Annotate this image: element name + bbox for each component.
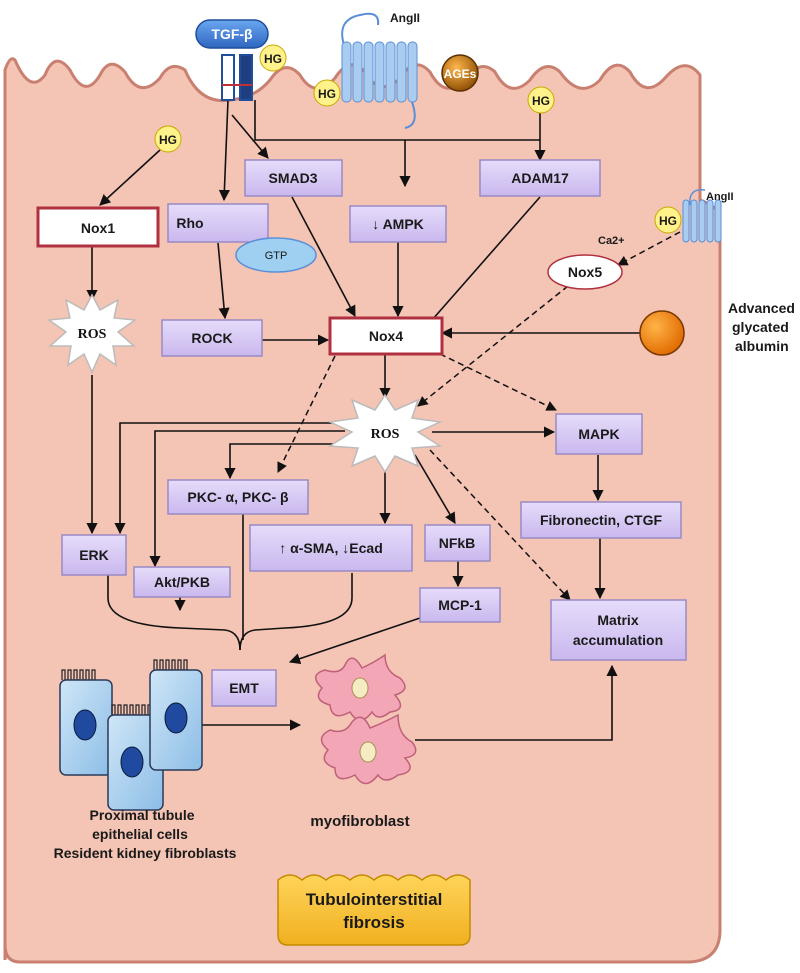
svg-text:Nox1: Nox1 — [81, 220, 115, 236]
node-erk: ERK — [61, 534, 127, 576]
node-nox4: Nox4 — [328, 316, 444, 356]
svg-text:HG: HG — [659, 214, 677, 228]
cells-label-2: epithelial cells — [92, 826, 188, 842]
ages-label: AGEs — [444, 67, 477, 81]
ca2-label: Ca2+ — [598, 235, 625, 247]
svg-text:Nox4: Nox4 — [369, 328, 403, 344]
cells-label-3: Resident kidney fibroblasts — [54, 845, 237, 861]
tgf-receptor-1 — [221, 54, 235, 101]
node-rock: ROCK — [161, 319, 263, 357]
svg-text:ADAM17: ADAM17 — [511, 170, 569, 186]
node-matrix: Matrix accumulation — [550, 599, 687, 661]
myofibroblast-cells — [315, 653, 417, 785]
dashed-arrows — [277, 231, 681, 601]
fibrosis-box — [277, 874, 471, 946]
node-adam17: ADAM17 — [479, 159, 601, 197]
albumin-ball — [639, 310, 685, 356]
albumin-label-1: Advanced — [728, 300, 795, 316]
node-mcp1: MCP-1 — [419, 587, 501, 623]
svg-text:SMAD3: SMAD3 — [268, 170, 317, 186]
svg-text:Matrix: Matrix — [597, 612, 638, 628]
albumin-label-2: glycated — [732, 319, 789, 335]
pathway-arrows — [86, 99, 640, 741]
epithelial-cells — [59, 659, 203, 811]
node-rho: Rho — [167, 203, 269, 243]
svg-text:ROCK: ROCK — [191, 330, 232, 346]
ros-center-burst — [327, 393, 443, 474]
ages-ball — [441, 54, 479, 92]
svg-text:PKC- α, PKC- β: PKC- α, PKC- β — [187, 489, 289, 505]
node-mapk: MAPK — [555, 413, 643, 455]
ros-center-label: ROS — [371, 427, 400, 442]
tgf-beta-ligand — [195, 19, 269, 49]
svg-text:MAPK: MAPK — [578, 426, 619, 442]
node-nfkb: NFkB — [424, 524, 491, 562]
myofibroblast-label: myofibroblast — [310, 813, 409, 830]
angII-side-label: AngII — [706, 191, 734, 203]
tgf-beta-label: TGF-β — [211, 26, 253, 42]
gtp-label: GTP — [265, 250, 288, 262]
node-fibronectin: Fibronectin, CTGF — [520, 501, 682, 539]
node-nox1: Nox1 — [36, 206, 160, 248]
svg-text:HG: HG — [159, 133, 177, 147]
node-nox5 — [547, 254, 623, 290]
svg-text:MCP-1: MCP-1 — [438, 597, 482, 613]
ros-left-burst — [46, 293, 138, 374]
svg-text:accumulation: accumulation — [573, 632, 663, 648]
ros-left-label: ROS — [78, 327, 107, 342]
node-smad3: SMAD3 — [244, 159, 343, 197]
angII-receptor-top — [341, 12, 418, 129]
node-emt: EMT — [211, 669, 277, 707]
svg-text:Rho: Rho — [176, 215, 203, 231]
node-ampk: ↓ AMPK — [349, 205, 447, 243]
hg-markers: HG HG HG HG HG — [154, 44, 682, 234]
svg-text:↓ AMPK: ↓ AMPK — [372, 216, 424, 232]
albumin-label-3: albumin — [735, 338, 789, 354]
svg-text:Fibronectin, CTGF: Fibronectin, CTGF — [540, 512, 663, 528]
svg-text:Akt/PKB: Akt/PKB — [154, 574, 210, 590]
svg-text:HG: HG — [318, 87, 336, 101]
fibrosis-label-2: fibrosis — [343, 913, 404, 932]
svg-text:HG: HG — [264, 52, 282, 66]
node-sma-ecad: ↑ α-SMA, ↓Ecad — [249, 524, 413, 572]
tgf-receptor-2 — [239, 54, 253, 101]
svg-text:↑ α-SMA, ↓Ecad: ↑ α-SMA, ↓Ecad — [279, 540, 383, 556]
svg-text:HG: HG — [532, 94, 550, 108]
nox5-label: Nox5 — [568, 264, 602, 280]
svg-text:ERK: ERK — [79, 547, 109, 563]
angII-top-label: AngII — [390, 11, 420, 25]
cells-label-1: Proximal tubule — [89, 807, 194, 823]
svg-text:NFkB: NFkB — [439, 535, 476, 551]
svg-text:EMT: EMT — [229, 680, 259, 696]
gtp-ellipse — [235, 237, 317, 273]
node-pkc: PKC- α, PKC- β — [167, 479, 309, 515]
fibrosis-label-1: Tubulointerstitial — [306, 890, 443, 909]
node-akt: Akt/PKB — [133, 566, 231, 598]
angII-receptor-side — [682, 189, 722, 243]
